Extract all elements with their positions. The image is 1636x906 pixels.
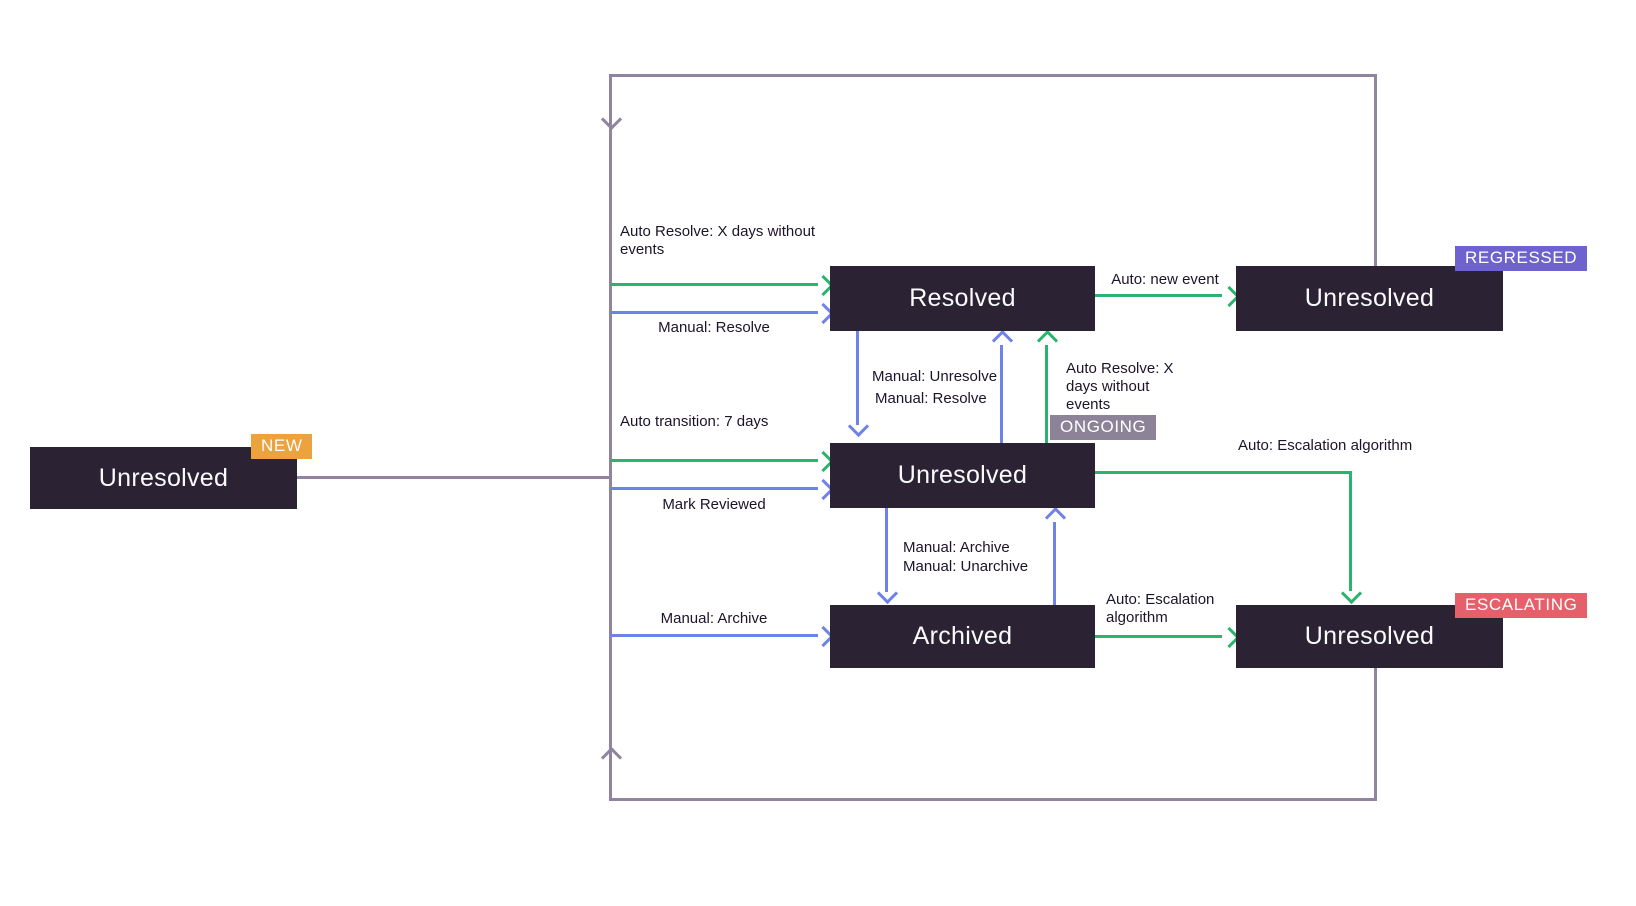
- edge-manual-unresolve-line: [856, 331, 859, 425]
- status-badge-escalating: ESCALATING: [1455, 593, 1588, 618]
- edge-auto-transition-line: [610, 459, 818, 462]
- edge-manual-unresolve-arrowhead-icon: [847, 415, 870, 438]
- edge-escalation-archived-label: Auto: Escalation algorithm: [1106, 591, 1215, 626]
- loop-right-bottom-line: [1374, 668, 1377, 801]
- state-archived-label: Archived: [912, 622, 1013, 650]
- state-resolved: Resolved: [830, 266, 1095, 331]
- edge-manual-resolve-label: Manual: Resolve: [658, 319, 770, 336]
- state-ongoing-unresolved: Unresolved: [830, 443, 1095, 508]
- edge-manual-resolve-up-line: [1000, 345, 1003, 443]
- new-to-trunk-line: [297, 476, 610, 479]
- state-regressed-unresolved: Unresolved: [1236, 266, 1503, 331]
- edge-auto-resolve-up-label: Auto Resolve: X days without events: [1066, 360, 1174, 413]
- edge-manual-unresolve-label: Manual: Unresolve: [872, 368, 998, 385]
- edge-escalation-ongoing-arrowhead-icon: [1340, 582, 1363, 605]
- edge-mark-reviewed-line: [610, 487, 818, 490]
- loop-top-line: [609, 74, 1377, 77]
- edge-manual-resolve-up-label: Manual: Resolve: [875, 390, 987, 407]
- edge-auto-resolve-label: Auto Resolve: X days without events: [620, 223, 816, 258]
- state-escalating-unresolved-label: Unresolved: [1304, 622, 1435, 650]
- edge-manual-archive-down-label: Manual: Archive: [903, 539, 1010, 556]
- edge-manual-archive-down-line: [885, 508, 888, 592]
- state-new-unresolved-label: Unresolved: [98, 463, 229, 492]
- status-badge-regressed: REGRESSED: [1455, 246, 1588, 271]
- edge-mark-reviewed-label: Mark Reviewed: [662, 496, 766, 513]
- edge-escalation-ongoing-vline: [1349, 471, 1352, 591]
- loop-down-arrowhead-icon: [600, 108, 623, 131]
- state-archived: Archived: [830, 605, 1095, 668]
- edge-manual-unarchive-label: Manual: Unarchive: [903, 558, 1029, 575]
- edge-auto-new-event-label: Auto: new event: [1111, 271, 1219, 288]
- trunk-line: [609, 74, 612, 801]
- edge-manual-resolve-line: [610, 311, 818, 314]
- edge-manual-unarchive-line: [1053, 522, 1056, 605]
- edge-escalation-archived-line: [1095, 635, 1222, 638]
- status-badge-ongoing: ONGOING: [1050, 415, 1157, 440]
- edge-auto-resolve-up-line: [1045, 345, 1048, 443]
- edge-auto-new-event-line: [1095, 294, 1222, 297]
- edge-auto-transition-label: Auto transition: 7 days: [620, 413, 769, 430]
- state-resolved-label: Resolved: [909, 284, 1016, 312]
- edge-escalation-ongoing-hline: [1095, 471, 1352, 474]
- edge-escalation-ongoing-label: Auto: Escalation algorithm: [1238, 437, 1413, 454]
- loop-up-arrowhead-icon: [600, 746, 623, 769]
- edge-manual-resolve-up-arrowhead-icon: [991, 329, 1014, 352]
- loop-right-top-line: [1374, 74, 1377, 266]
- edge-manual-archive-label: Manual: Archive: [660, 610, 768, 627]
- state-ongoing-unresolved-label: Unresolved: [897, 461, 1028, 489]
- loop-bottom-line: [609, 798, 1377, 801]
- edge-manual-archive-down-arrowhead-icon: [876, 582, 899, 605]
- edge-auto-resolve-line: [610, 283, 818, 286]
- status-badge-new: NEW: [251, 434, 313, 459]
- edge-manual-unarchive-arrowhead-icon: [1044, 506, 1067, 529]
- state-escalating-unresolved: Unresolved: [1236, 605, 1503, 668]
- edge-manual-archive-line: [610, 634, 818, 637]
- state-regressed-unresolved-label: Unresolved: [1304, 284, 1435, 312]
- edge-auto-resolve-up-arrowhead-icon: [1036, 329, 1059, 352]
